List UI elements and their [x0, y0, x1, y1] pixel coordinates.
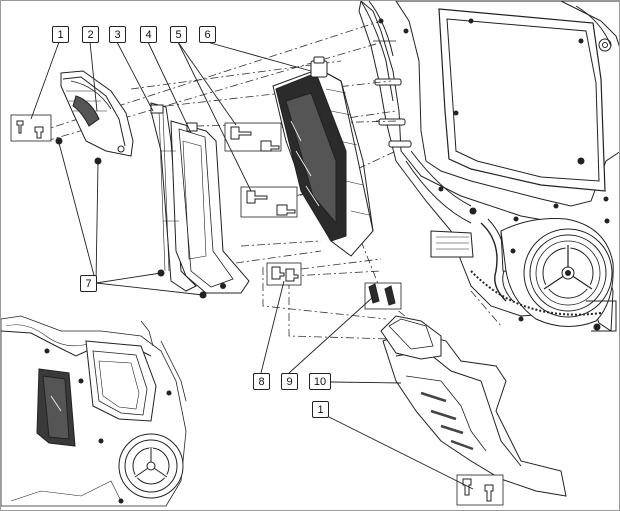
part-cover	[60, 70, 134, 157]
callout-6: 6	[199, 26, 216, 43]
callout-7: 7	[80, 275, 97, 292]
part-skid-plate	[380, 315, 567, 497]
part-controller	[272, 56, 374, 257]
part-panel	[161, 120, 250, 294]
callout-8: 8	[253, 373, 270, 390]
callout-10: 10	[309, 373, 331, 390]
callout-1-lower: 1	[312, 401, 329, 418]
callout-1: 1	[52, 26, 69, 43]
callout-4: 4	[140, 26, 157, 43]
bike-frame	[358, 1, 619, 332]
screw-groups	[10, 114, 504, 506]
callout-2: 2	[82, 26, 99, 43]
callout-3: 3	[109, 26, 126, 43]
callout-9: 9	[281, 373, 298, 390]
part-clips	[364, 282, 402, 310]
inset-view	[1, 315, 187, 507]
leader-lines	[30, 41, 474, 490]
callout-5: 5	[170, 26, 187, 43]
